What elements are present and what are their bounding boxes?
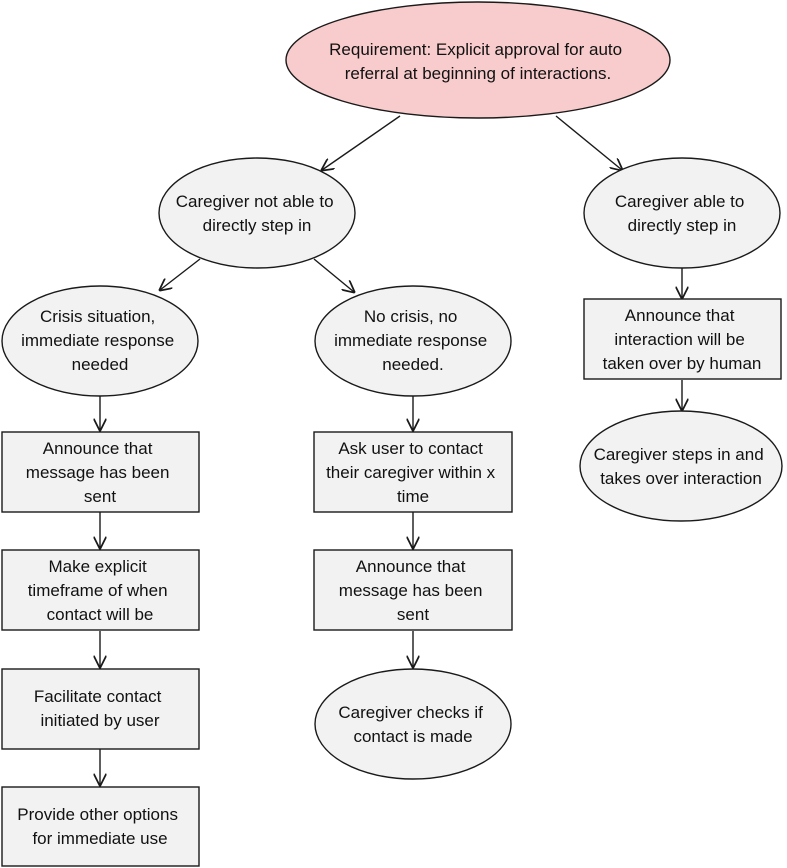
announce-takeover-shape (583, 298, 782, 380)
node-facilitate-contact: Facilitate contact initiated by user (1, 668, 200, 750)
other-options-line: Provide other options (17, 805, 178, 824)
node-root: Requirement: Explicit approval for auto … (285, 1, 671, 119)
no-crisis-line: immediate response (334, 331, 487, 350)
no-crisis-shape (314, 285, 512, 397)
announce-sent-1-line: message has been (26, 463, 170, 482)
node-ask-user: Ask user to contact their caregiver with… (313, 431, 513, 513)
other-options-line: for immediate use (32, 829, 167, 848)
able-line: Caregiver able to (615, 192, 744, 211)
ask-user-line: Ask user to contact (338, 439, 483, 458)
not-able-shape (158, 157, 356, 269)
steps-in-shape (579, 410, 783, 522)
timeframe-shape (1, 549, 200, 631)
checks-line: Caregiver checks if (338, 703, 483, 722)
crisis-shape (1, 285, 199, 397)
steps-in-line: takes over interaction (600, 469, 762, 488)
edge-root-to-not-able (322, 115, 401, 170)
steps-in-text: Caregiver steps in and takes over intera… (594, 445, 769, 488)
node-caregiver-not-able: Caregiver not able to directly step in (158, 157, 356, 269)
announce-sent-2-line: sent (397, 605, 429, 624)
node-announce-sent-1: Announce that message has been sent (1, 431, 200, 513)
no-crisis-line: needed. (382, 355, 443, 374)
node-crisis-situation: Crisis situation, immediate response nee… (1, 285, 199, 397)
edge-root-to-able (555, 115, 622, 170)
timeframe-line: Make explicit (49, 557, 148, 576)
root-shape (285, 1, 671, 119)
facilitate-shape (1, 668, 200, 750)
announce-sent-1-text: Announce that message has been sent (26, 439, 174, 506)
able-shape (583, 157, 781, 269)
not-able-text: Caregiver not able to directly step in (176, 192, 339, 235)
timeframe-text: Make explicit timeframe of when contact … (28, 557, 173, 624)
no-crisis-line: No crisis, no (364, 307, 458, 326)
announce-sent-2-shape (313, 549, 513, 631)
edge-not-able-to-crisis (160, 258, 201, 290)
checks-line: contact is made (353, 727, 472, 746)
facilitate-line: initiated by user (40, 711, 159, 730)
edges (100, 115, 682, 785)
announce-sent-1-line: Announce that (43, 439, 153, 458)
facilitate-text: Facilitate contact initiated by user (34, 687, 166, 730)
checks-shape (314, 668, 512, 780)
able-text: Caregiver able to directly step in (615, 192, 749, 235)
announce-takeover-text: Announce that interaction will be taken … (603, 306, 762, 373)
node-caregiver-able: Caregiver able to directly step in (583, 157, 781, 269)
announce-sent-1-line: sent (84, 487, 116, 506)
root-line: referral at beginning of interactions. (345, 64, 612, 83)
announce-takeover-line: Announce that (625, 306, 735, 325)
node-announce-sent-2: Announce that message has been sent (313, 549, 513, 631)
announce-takeover-line: interaction will be (614, 330, 744, 349)
not-able-line: directly step in (203, 216, 312, 235)
announce-sent-1-shape (1, 431, 200, 513)
not-able-line: Caregiver not able to (176, 192, 334, 211)
checks-text: Caregiver checks if contact is made (338, 703, 487, 746)
node-timeframe: Make explicit timeframe of when contact … (1, 549, 200, 631)
node-caregiver-steps-in: Caregiver steps in and takes over intera… (579, 410, 783, 522)
node-announce-takeover: Announce that interaction will be taken … (583, 298, 782, 380)
ask-user-line: their caregiver within x (326, 463, 496, 482)
other-options-shape (1, 786, 200, 867)
timeframe-line: contact will be (47, 605, 154, 624)
announce-sent-2-line: Announce that (356, 557, 466, 576)
other-options-text: Provide other options for immediate use (17, 805, 182, 848)
crisis-text: Crisis situation, immediate response nee… (21, 307, 179, 374)
announce-takeover-line: taken over by human (603, 354, 762, 373)
facilitate-line: Facilitate contact (34, 687, 162, 706)
timeframe-line: timeframe of when (28, 581, 168, 600)
announce-sent-2-line: message has been (339, 581, 483, 600)
ask-user-text: Ask user to contact their caregiver with… (326, 439, 500, 506)
announce-sent-2-text: Announce that message has been sent (339, 557, 487, 624)
edge-not-able-to-no-crisis (313, 258, 354, 292)
crisis-line: needed (72, 355, 129, 374)
crisis-line: immediate response (21, 331, 174, 350)
crisis-line: Crisis situation, (40, 307, 155, 326)
ask-user-line: time (397, 487, 429, 506)
steps-in-line: Caregiver steps in and (594, 445, 764, 464)
node-other-options: Provide other options for immediate use (1, 786, 200, 867)
node-no-crisis: No crisis, no immediate response needed. (314, 285, 512, 397)
able-line: directly step in (628, 216, 737, 235)
node-caregiver-checks: Caregiver checks if contact is made (314, 668, 512, 780)
no-crisis-text: No crisis, no immediate response needed. (334, 307, 492, 374)
root-line: Requirement: Explicit approval for auto (329, 40, 622, 59)
root-text: Requirement: Explicit approval for auto … (329, 40, 627, 83)
ask-user-shape (313, 431, 513, 513)
